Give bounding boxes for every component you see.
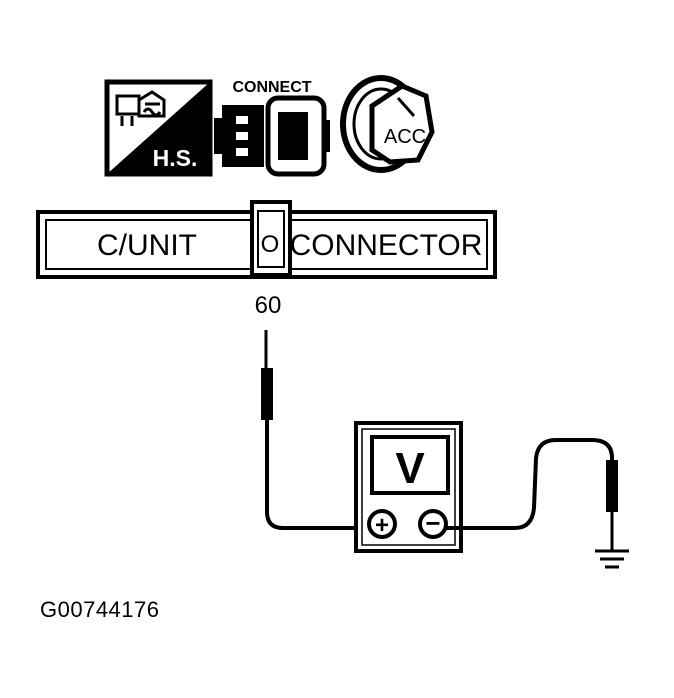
hs-label: H.S. [153,145,198,171]
ground-symbol-icon [595,549,629,569]
negative-terminal-label: − [425,508,440,538]
positive-probe [261,330,370,530]
connect-icon: CONNECT [214,79,330,177]
connector-bar: C/UNIT O CONNECTOR 60 [36,200,497,319]
c-unit-label: C/UNIT [97,229,197,262]
figure-id: G00744176 [40,597,160,622]
pin-number-label: 60 [255,292,282,319]
voltmeter: V + − [354,421,463,553]
hot-shift-icon: H.S. [104,79,213,177]
terminal-circle-label: O [261,231,280,258]
positive-terminal-label: + [375,512,389,539]
ignition-key-icon: ACC [340,75,435,173]
meter-display-label: V [395,444,425,493]
connect-label: CONNECT [232,79,311,96]
acc-label: ACC [384,126,426,148]
negative-probe [446,438,618,550]
connector-label: CONNECTOR [290,229,483,262]
